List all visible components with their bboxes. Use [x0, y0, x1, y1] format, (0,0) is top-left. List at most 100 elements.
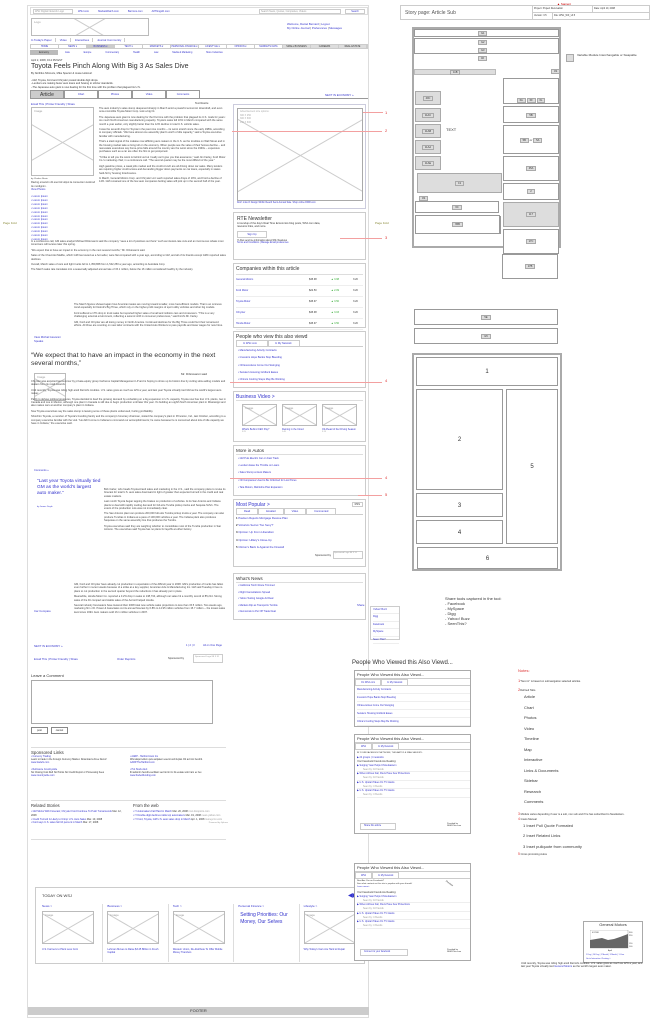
nav-item-opinion[interactable]: OPINION ▾ — [227, 45, 255, 48]
company-name[interactable]: Ford Motor — [236, 289, 249, 292]
ad-caption-link[interactable]: Don't miss it! Design Within Reach Semi-… — [237, 202, 316, 204]
related-story-link[interactable]: • Credit Turmoil Is Likely to Crimp U.S.… — [31, 817, 87, 821]
newsletter-checkbox[interactable]: ☐ Also send me information about WSJ Fea… — [237, 239, 288, 242]
bottom-tools[interactable]: Email This | Printer Friendly | Share — [34, 657, 78, 661]
variant-item[interactable]: China's Cooling Steps May Be Working — [357, 718, 470, 726]
popular-tab[interactable]: Commented — [306, 508, 337, 514]
view-photos-link[interactable]: View Photos — [31, 188, 46, 192]
tab-comments[interactable]: Comments — [166, 90, 200, 98]
autos-item[interactable]: • GM Puts Electric Car on Fast Track — [238, 457, 279, 460]
variant-item-link[interactable]: ▶ U.S. Upstart Takes On TV Giants — [357, 920, 395, 924]
nav-item-tech[interactable]: TECH ▾ — [115, 45, 143, 48]
post-button[interactable]: post — [31, 727, 48, 734]
sponsored-link-url[interactable]: AARP.TheHartford.com — [130, 761, 155, 765]
article-tools-links[interactable]: Email This | Printer Friendly | Share — [31, 102, 75, 106]
most-popular-title[interactable]: Most Popular > — [236, 502, 270, 508]
popular-tab[interactable]: Read — [236, 508, 259, 514]
video-title[interactable]: Oil Ahead of the Driving Season — [322, 428, 356, 431]
learn-more-link[interactable]: Learn more> — [357, 886, 370, 888]
popular-sponsor-logo[interactable]: Sponsored Logo 88 X 31 — [333, 551, 363, 560]
tab-video[interactable]: Video — [132, 90, 166, 98]
prev-arrow-icon[interactable]: ◀ — [348, 893, 353, 899]
sponsored-link-title[interactable]: • Currency Trading — [31, 755, 51, 758]
variant-item-link[interactable]: ▶ Surging Yuan Helps China Eastern — [357, 895, 397, 898]
share-option[interactable]: Seen This? — [373, 637, 399, 645]
autos-item[interactable]: • Sales Slump at Auto Makers — [238, 471, 271, 475]
sponsored-link-title[interactable]: • AARP - Hartford Auto Ins — [130, 755, 158, 758]
variant-tab[interactable]: WSJ — [355, 743, 373, 749]
lorem-link[interactable]: • Lorem Ipsum — [31, 218, 48, 222]
people-item[interactable]: • Oil Executives Come Out Swinging — [238, 363, 280, 367]
lorem-link[interactable]: • Lorem Ipsum — [31, 202, 48, 206]
sponsored-link-url[interactable]: www.countrywide.com — [31, 774, 55, 778]
company-name[interactable]: Honda Motor — [236, 322, 251, 325]
today-section-link[interactable]: Personal Finance > — [238, 904, 265, 908]
autos-item[interactable]: • Oil Companies Used to Be Criticized fo… — [238, 478, 297, 482]
popular-link[interactable]: Clinton's Back Is Against the Firewall — [238, 544, 284, 549]
network-link[interactable]: Barrons.com — [127, 10, 143, 13]
variant-item[interactable]: Investors Hope Banks Stop Bleeding — [357, 694, 470, 702]
web-story-link[interactable]: • ☐ Ford, Toyota, GM U.S. auto sales dro… — [133, 817, 191, 821]
lorem-link[interactable]: • Lorem Ipsum — [31, 210, 48, 214]
search-input[interactable]: Search News, Quotes, Companies, Videos — [259, 9, 341, 14]
share-article-button[interactable]: Share this article — [360, 823, 396, 830]
people-tab[interactable]: In WSJ.com — [236, 340, 268, 346]
connect-facebook-button[interactable]: Connect to your facebook — [360, 949, 408, 956]
network-link[interactable]: WSJ.com — [78, 10, 90, 13]
subnav-item[interactable]: Commentary — [105, 51, 120, 54]
lorem-link[interactable]: • Lorem Ipsum — [31, 222, 48, 226]
pagination[interactable]: 1 | 2 | 3 — [186, 644, 195, 647]
web-story-link[interactable]: • ☐ Automakers Fall Hard in March — [133, 810, 173, 813]
subnav-link[interactable]: In Today's Paper — [31, 38, 56, 42]
popular-link[interactable]: Opinion: Hillary's Close-Up — [238, 537, 272, 542]
variant-tab[interactable]: WSJ — [355, 872, 373, 878]
tab-photos[interactable]: Photos — [98, 90, 132, 98]
welcome-user[interactable]: Welcome, Daniel Bernard — [287, 22, 319, 26]
all-on-one-page-link[interactable]: All on One Page — [203, 644, 222, 647]
whats-news-item[interactable]: • Flight Cancellations Spread — [238, 590, 271, 594]
community-quote-author[interactable]: by James Doyle — [37, 506, 53, 508]
nav-item-business[interactable]: BUSINESS ▾ — [87, 45, 115, 48]
nav-item-news[interactable]: NEWS ▾ — [59, 45, 87, 48]
nav-item-markets[interactable]: MARKETS ▾ — [143, 45, 171, 48]
people-item[interactable]: • Investors Hope Banks Stop Bleeding — [238, 356, 282, 360]
variant-tab[interactable]: In My Network — [372, 743, 400, 749]
tab-article[interactable]: Article — [30, 90, 64, 98]
logout-link[interactable]: Logout — [321, 22, 330, 26]
today-section-link[interactable]: Tech > — [172, 904, 182, 908]
subnav-item[interactable]: Media & Marketing — [172, 51, 193, 54]
network-link[interactable]: MarketWatch.com — [98, 10, 119, 13]
car-compare-link[interactable]: Car Compare — [34, 609, 51, 613]
popular-tab[interactable]: Video — [283, 508, 307, 514]
lorem-link[interactable]: • Lorem Ipsum — [31, 237, 48, 241]
next-in-economy-bottom[interactable]: NEXT IN ECONOMY » — [34, 644, 63, 648]
today-story-link[interactable]: Western Union, Re-distribute To Offer Mo… — [172, 948, 223, 955]
related-story-link[interactable]: • GM Sticks With Forecast; Chrysler Ford… — [31, 810, 113, 813]
autos-item[interactable]: • Tata Motors, Mahindra Plan Expansion — [238, 485, 283, 489]
subnav-link[interactable]: Journal Community — [97, 38, 126, 42]
user-link[interactable]: Preferences — [311, 26, 327, 30]
people-tab[interactable]: In My Network — [268, 340, 300, 346]
variant-item-link[interactable]: ▶ U.S. Upstart Takes On TV Giants — [357, 780, 395, 784]
today-story-link[interactable]: Lehman Moves to Raise $3.45 Billion in F… — [107, 948, 159, 955]
popular-link[interactable]: Victoria's Secret 'Too Sexy'? — [238, 523, 274, 528]
share-option[interactable]: Yahoo! Buzz — [373, 607, 399, 615]
today-story-link[interactable]: Why Today's Cars Are Hard to Repair — [303, 948, 346, 951]
nav-item-small-business[interactable]: SMALL BUSINESS — [283, 45, 311, 48]
subnav-link[interactable]: Interactives — [75, 38, 94, 42]
variant-tab[interactable]: In My Network — [372, 872, 400, 878]
subnav-item[interactable]: Europe — [83, 51, 92, 54]
sponsored-link-title[interactable]: • Hot Stock Alert — [130, 767, 148, 771]
today-section-link[interactable]: Lifestyle > — [303, 904, 318, 908]
today-story-link[interactable]: U.S. Farmers to Plant Less Corn — [42, 948, 79, 951]
business-video-title[interactable]: Business Video > — [236, 394, 363, 401]
variant-item-link[interactable]: ▶ When Airlines Fail, Fliers Have Few Pr… — [357, 772, 410, 776]
lorem-link[interactable]: • Lorem Ipsum — [31, 195, 48, 198]
user-link[interactable]: Messages — [329, 26, 342, 30]
share-option[interactable]: Facebook — [373, 622, 399, 630]
video-thumbnail[interactable]: Image — [282, 404, 317, 426]
nav-item-markets-data[interactable]: MARKETS DATA — [255, 45, 283, 48]
video-thumbnail[interactable]: Image — [242, 404, 277, 426]
lorem-link[interactable]: • Lorem Ipsum — [31, 230, 48, 234]
lorem-link[interactable]: • Lorem Ipsum — [31, 198, 48, 202]
